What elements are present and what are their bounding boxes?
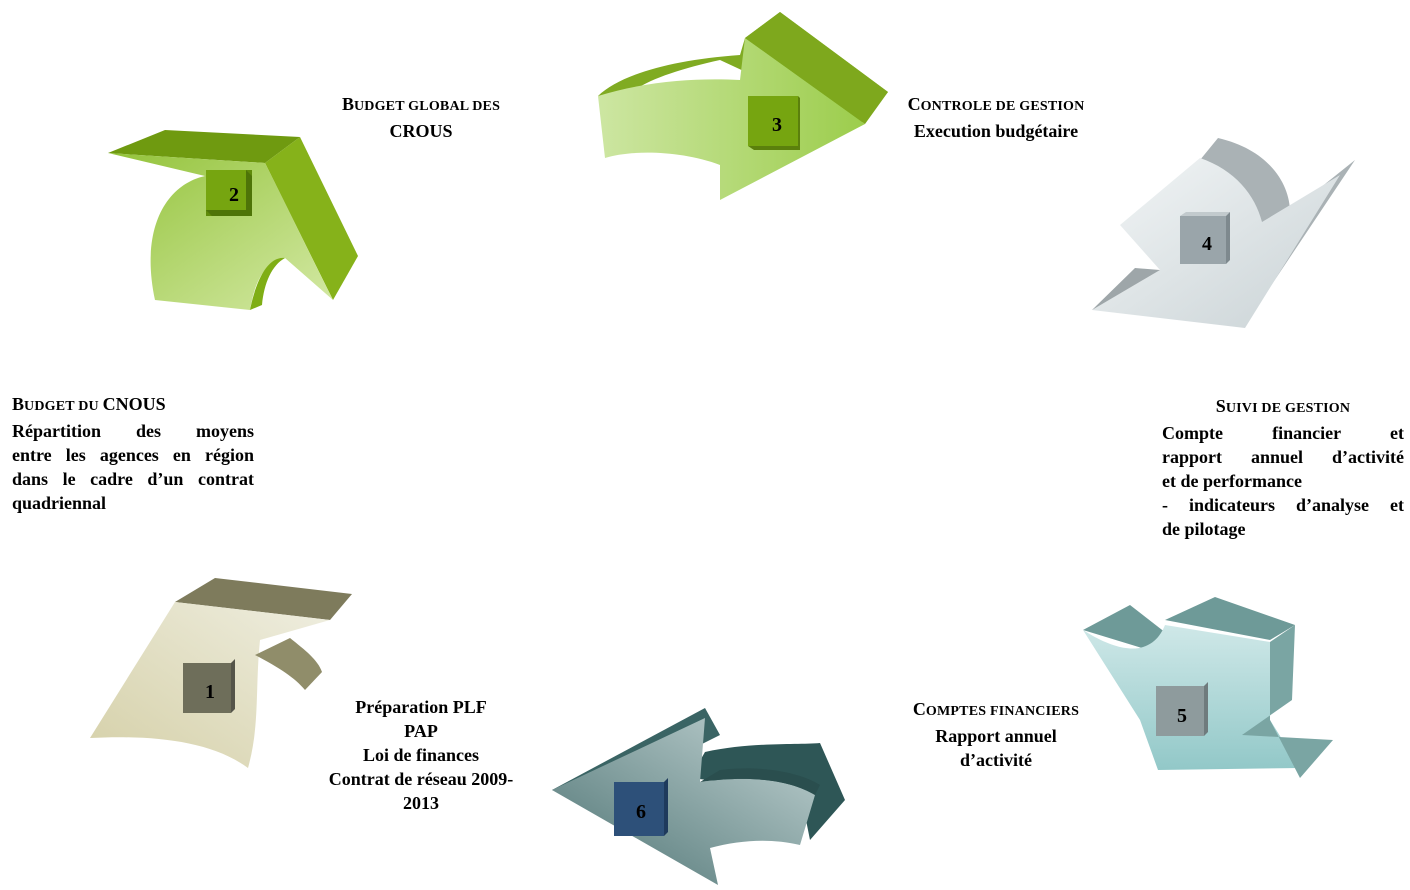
badge-number-3: 3 <box>772 114 782 136</box>
label-budget-du-cnous: BUDGET DU CNOUS Répartition des moyens e… <box>12 392 254 515</box>
step-badge-4: 4 <box>1180 212 1230 264</box>
arrow-2-top-face <box>108 130 300 163</box>
label-3-heading: BUDGET GLOBAL DES <box>341 94 501 114</box>
arrow-3 <box>598 12 888 200</box>
arrow-4-bottom-face <box>1092 268 1160 310</box>
label-1-line-5: 2013 <box>403 793 439 813</box>
label-2-line-1: Répartition des moyens <box>12 421 254 441</box>
arrow-2 <box>108 130 358 310</box>
badge-number-2: 2 <box>229 184 239 206</box>
label-2-line-2: entre les agences en région <box>12 445 254 465</box>
label-6-line-1: Rapport annuel <box>935 726 1057 746</box>
label-budget-global-crous: BUDGET GLOBAL DES CROUS <box>305 92 537 143</box>
label-1-line-1: Préparation PLF <box>355 697 487 717</box>
badge-number-4: 4 <box>1202 233 1212 255</box>
label-5-line-1: Compte financier et <box>1162 423 1404 443</box>
arrow-6-face <box>552 718 815 885</box>
step-badge-2: 2 <box>206 170 252 216</box>
label-6-line-2: d’activité <box>960 750 1032 770</box>
label-controle-de-gestion: CONTROLE DE GESTION Execution budgétaire <box>880 92 1112 143</box>
label-6-heading: COMPTES FINANCIERS <box>912 699 1080 719</box>
label-1-line-2: PAP <box>404 721 438 741</box>
arrow-3-face <box>598 38 865 200</box>
step-badge-1: 1 <box>183 659 235 713</box>
arrow-5-top-face-left <box>1083 605 1175 655</box>
arrow-5-top-face-right <box>1165 597 1295 640</box>
step-badge-3: 3 <box>748 96 800 150</box>
arrow-2-side-face <box>265 137 358 300</box>
label-preparation-plf: Préparation PLF PAP Loi de finances Cont… <box>300 695 542 815</box>
arrow-2-face <box>108 153 333 310</box>
label-5-line-4: - indicateurs d’analyse et <box>1162 495 1404 515</box>
step-badge-6: 6 <box>614 778 668 836</box>
label-5-heading: SUIVI DE GESTION <box>1215 396 1351 416</box>
label-5-line-3: et de performance <box>1162 471 1302 491</box>
arrow-3-side-face <box>745 12 888 124</box>
arrow-2-inner-curve <box>250 257 285 310</box>
label-3-line-1: CROUS <box>389 121 453 141</box>
badge-number-5: 5 <box>1177 705 1187 727</box>
label-comptes-financiers: COMPTES FINANCIERS Rapport annuel d’acti… <box>880 697 1112 772</box>
arrow-1-inner-curve <box>255 638 322 690</box>
label-suivi-de-gestion: SUIVI DE GESTION Compte financier et rap… <box>1162 394 1404 541</box>
label-1-line-3: Loi de finances <box>362 745 479 765</box>
label-5-line-5: de pilotage <box>1162 519 1246 539</box>
badge-number-6: 6 <box>636 801 646 823</box>
label-1-line-4: Contrat de réseau 2009- <box>328 769 514 789</box>
step-badge-5: 5 <box>1156 682 1208 736</box>
badge-number-1: 1 <box>205 681 215 703</box>
label-4-line-1: Execution budgétaire <box>913 121 1079 141</box>
label-2-line-3: dans le cadre d’un contrat <box>12 469 254 489</box>
arrow-6 <box>552 708 845 885</box>
label-4-heading: CONTROLE DE GESTION <box>907 94 1085 114</box>
arrow-1-top-face <box>175 578 352 620</box>
arrow-5-side-face <box>1242 625 1333 778</box>
label-2-line-4: quadriennal <box>12 493 107 513</box>
label-2-heading: BUDGET DU CNOUS <box>12 394 166 414</box>
label-5-line-2: rapport annuel d’activité <box>1162 447 1404 467</box>
arrow-6-dark-edge <box>700 768 820 795</box>
